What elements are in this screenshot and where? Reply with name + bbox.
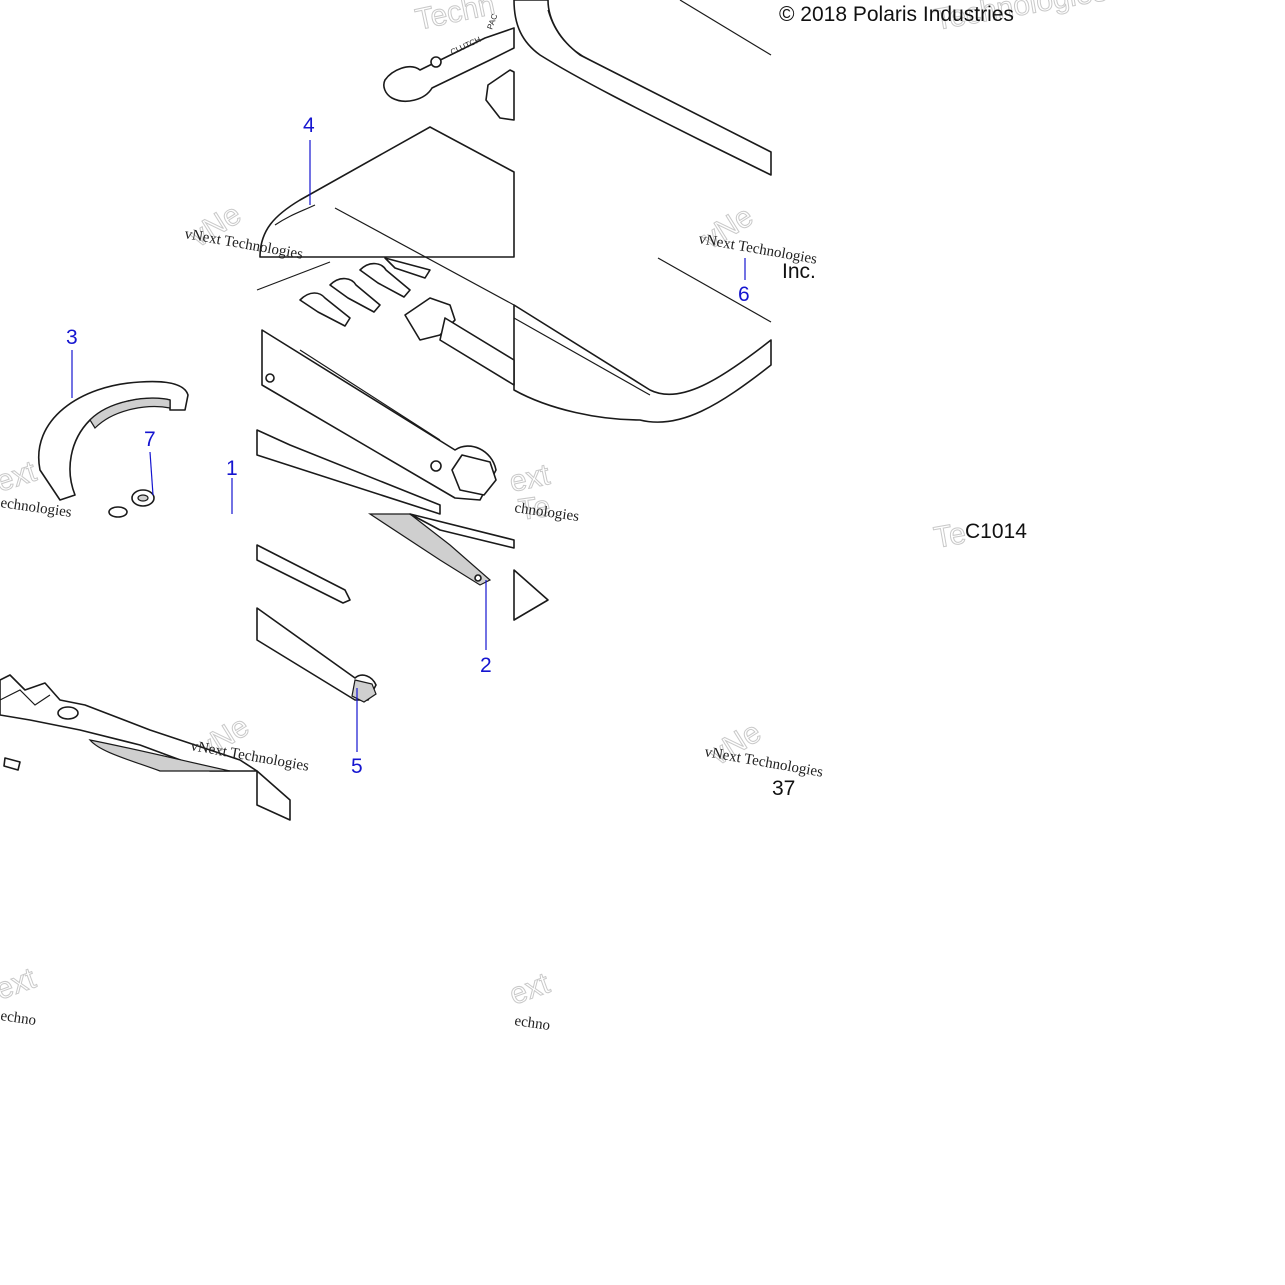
pliers-handle-tip bbox=[256, 770, 291, 821]
storage-case-outline bbox=[513, 0, 772, 176]
page-fragment: 37 bbox=[772, 777, 795, 800]
watermark-fragment-1: Techn bbox=[413, 0, 498, 37]
pliers-upper-handle bbox=[256, 429, 441, 515]
storage-case-lower bbox=[513, 257, 772, 424]
watermark-fragment-6: ext bbox=[0, 455, 41, 499]
watermark-fragment-16: echno bbox=[513, 1013, 551, 1034]
watermark-brand-2: vNext Technologies bbox=[697, 231, 818, 268]
callout-4[interactable]: 4 bbox=[303, 114, 315, 137]
callout-6[interactable]: 6 bbox=[738, 283, 750, 306]
pliers-jaws bbox=[367, 513, 515, 586]
spark-plug-socket-wrench bbox=[261, 329, 497, 501]
callouts: 1 2 3 4 5 6 7 bbox=[66, 114, 750, 778]
copyright-notice: © 2018 Polaris Industries bbox=[779, 3, 1014, 26]
callout-3[interactable]: 3 bbox=[66, 326, 78, 349]
watermark-fragment-8: ext bbox=[505, 967, 555, 1012]
grommet-washer bbox=[108, 489, 155, 518]
tool-bag-outline bbox=[259, 126, 515, 306]
t-handle-socket bbox=[404, 297, 515, 386]
drawing-code: C1014 bbox=[965, 520, 1027, 543]
hex-key-bar bbox=[256, 607, 377, 703]
screwdriver-bits bbox=[256, 257, 431, 327]
watermark-fragment-4: Te bbox=[931, 517, 968, 555]
leader-7 bbox=[149, 451, 154, 496]
callout-1[interactable]: 1 bbox=[226, 457, 238, 480]
watermark-fragment-7: ext bbox=[0, 962, 41, 1007]
slip-joint-pliers bbox=[0, 674, 258, 772]
copyright-tail: Inc. bbox=[782, 260, 816, 283]
serif-watermarks: vNext Technologies vNext Technologies vN… bbox=[0, 226, 824, 1034]
spanner-hook-wrench bbox=[37, 380, 189, 501]
callout-5[interactable]: 5 bbox=[351, 755, 363, 778]
tool-bag-corner bbox=[485, 69, 515, 121]
callout-2[interactable]: 2 bbox=[480, 654, 492, 677]
watermark-fragment-3: Te bbox=[516, 490, 552, 527]
watermark-fragment-15: echno bbox=[0, 1008, 37, 1029]
clutch-spanner-wrench: CLUTCH PAC bbox=[383, 12, 515, 102]
tool-bag-flap bbox=[513, 569, 549, 621]
callout-7[interactable]: 7 bbox=[144, 428, 156, 451]
screwdriver-shaft bbox=[256, 544, 351, 604]
watermark-brand-4: vNext Technologies bbox=[703, 744, 824, 781]
